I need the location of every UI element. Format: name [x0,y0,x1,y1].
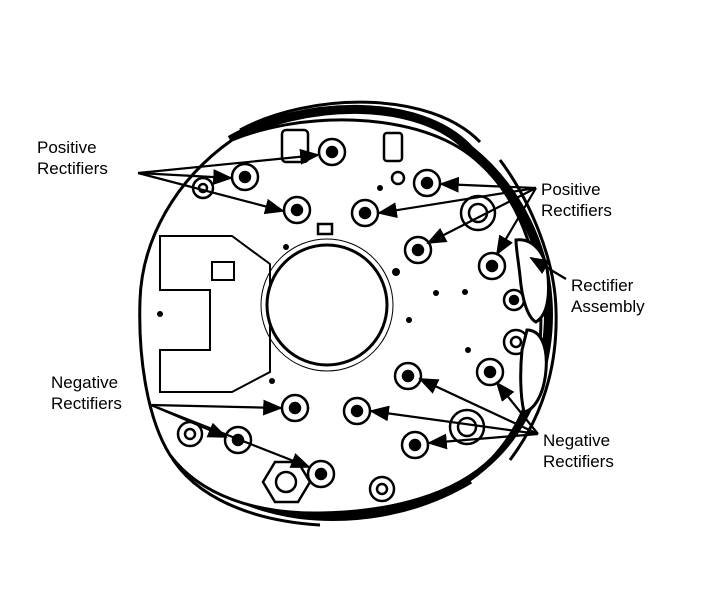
negative-diode [306,459,336,489]
leader-positive-right-2 [377,186,537,219]
center-bore [265,243,389,367]
negative-diode [393,361,423,391]
negative-diode [342,396,372,426]
positive-diode [230,162,260,192]
leader-positive-right-4 [495,187,537,256]
positive-diode [477,251,507,281]
label-line: Positive [541,180,601,199]
positive-diode [403,235,433,265]
positive-diode [282,195,312,225]
label-positive-rectifiers-right: Positive Rectifiers [541,179,612,221]
leader-negative-left-1 [150,399,283,416]
label-negative-rectifiers-right: Negative Rectifiers [543,430,614,472]
label-line: Rectifiers [543,452,614,471]
rectifier-plate [138,118,543,515]
leader-negative-right-3 [495,381,539,435]
leader-lines [137,148,567,469]
label-positive-rectifiers-left: Positive Rectifiers [37,137,108,179]
label-line: Rectifiers [51,394,122,413]
leader-positive-left-1 [137,148,320,175]
leader-positive-right-1 [439,176,537,193]
positive-diode [412,168,442,198]
label-rectifier-assembly: Rectifier Assembly [571,275,645,317]
label-line: Rectifier [571,276,634,295]
leader-negative-right-4 [427,432,539,450]
label-line: Negative [51,373,119,392]
label-line: Negative [543,431,611,450]
label-line: Positive [37,138,97,157]
negative-diode [400,430,430,460]
leader-negative-right-1 [369,405,539,436]
negative-diode [475,357,505,387]
positive-diode [317,137,347,167]
label-line: Assembly [571,297,645,316]
label-line: Rectifiers [37,159,108,178]
leader-assembly [529,256,567,280]
leader-negative-right-2 [418,378,539,435]
leader-positive-left-2 [137,169,233,185]
label-negative-rectifiers-left: Negative Rectifiers [51,372,122,414]
leader-positive-left-3 [137,171,285,215]
positive-diode [350,198,380,228]
terminal-studs [176,128,530,504]
leader-negative-left-3 [150,403,311,469]
label-line: Rectifiers [541,201,612,220]
negative-diode [280,393,310,423]
leader-positive-right-3 [426,187,537,244]
plate-rivets [157,185,471,384]
